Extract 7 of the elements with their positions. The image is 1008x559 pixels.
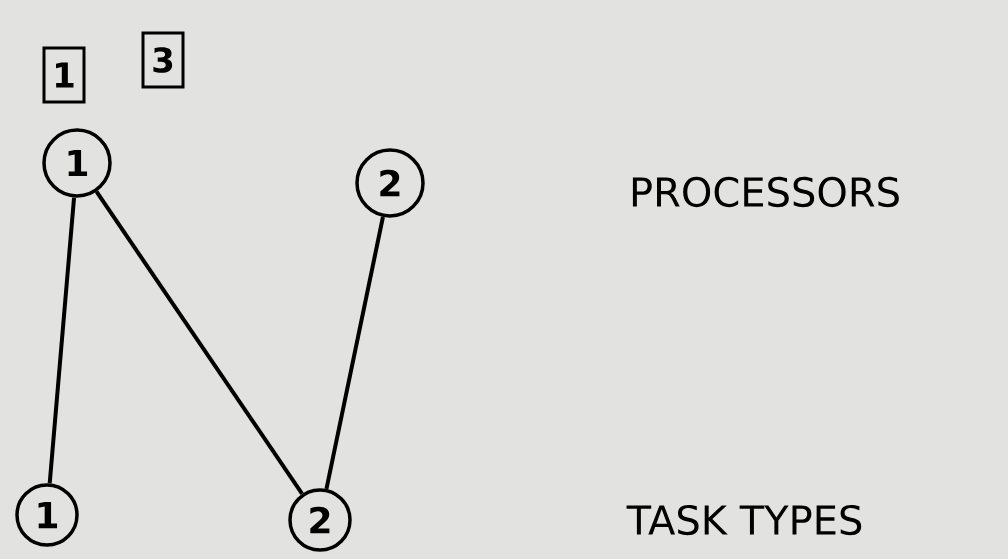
connector-line (94, 190, 304, 495)
number-box: 3 (141, 31, 185, 89)
row-label: PROCESSORS (632, 176, 899, 208)
connector-line (47, 197, 77, 484)
number-box: 1 (42, 46, 86, 104)
connector-line (324, 216, 385, 490)
row-label: TASK TYPES (626, 504, 862, 536)
